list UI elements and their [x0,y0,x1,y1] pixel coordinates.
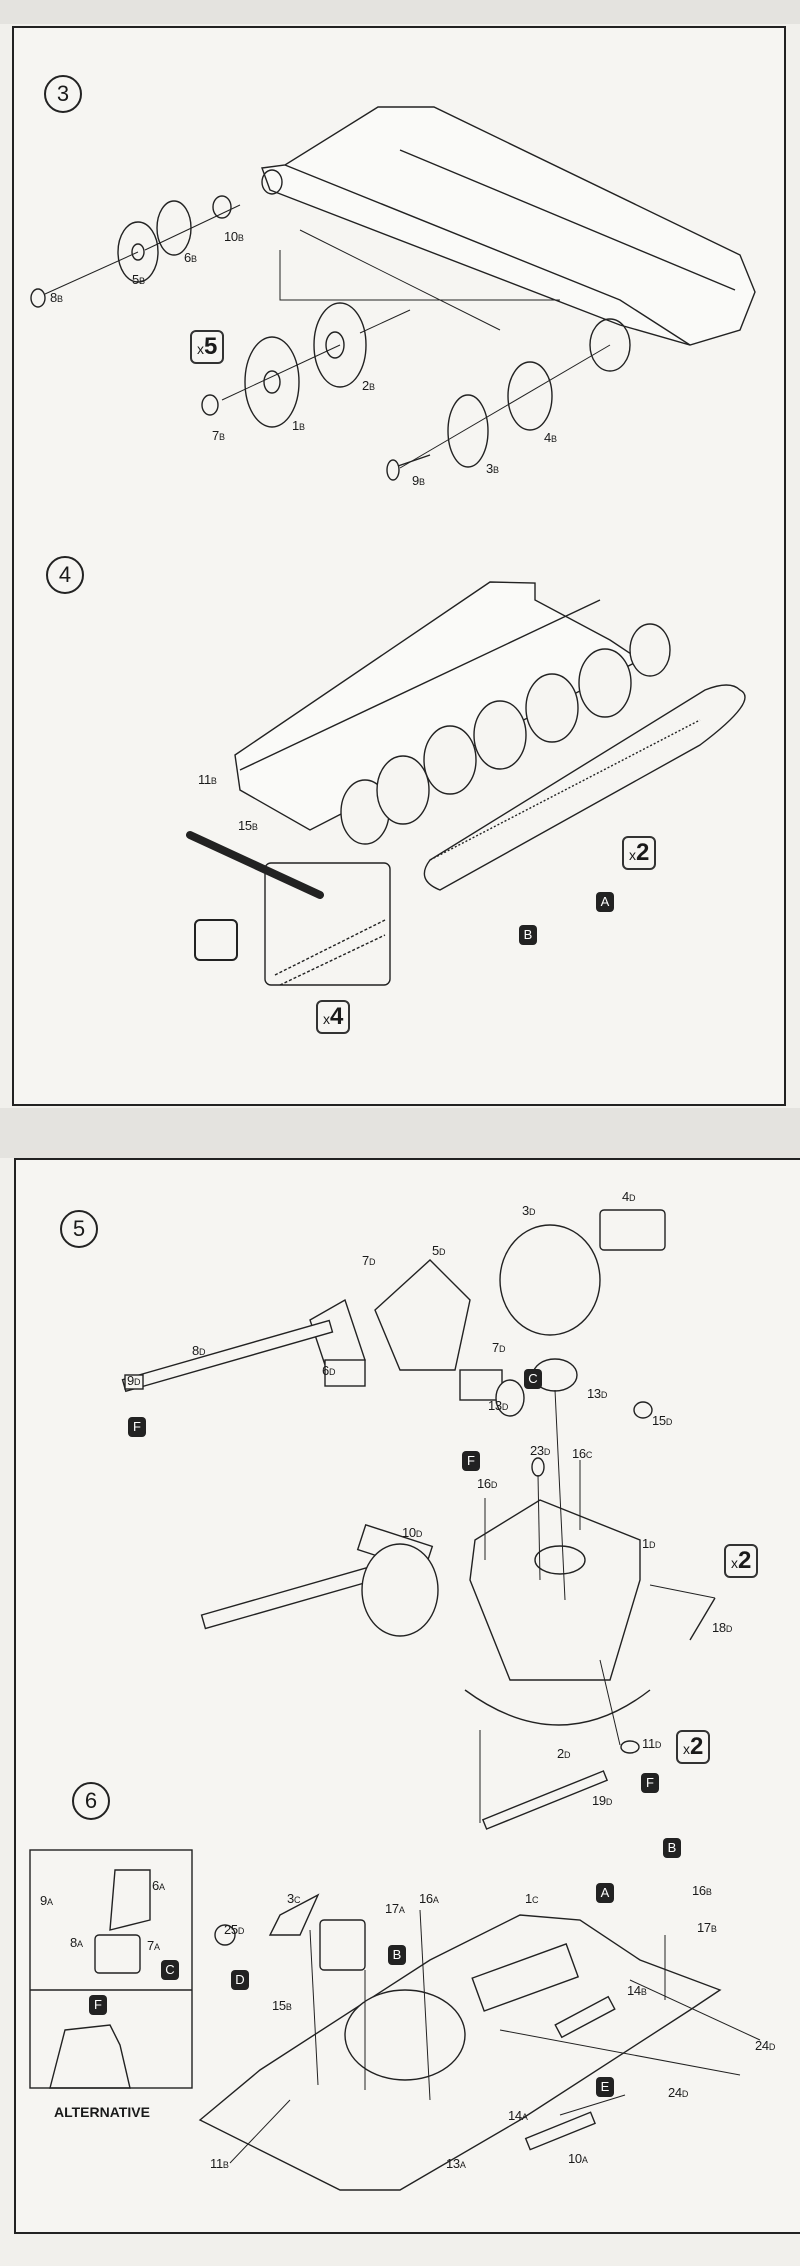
sprue-tag: F [462,1451,480,1471]
sprue-tag: F [641,1773,659,1793]
part-label: 9A [40,1893,53,1908]
part-label: 6B [184,250,197,265]
step4-hull-drawing [234,581,642,831]
quantity-prefix: x [683,1741,690,1757]
part-label: 7D [362,1253,376,1268]
part-label: 4B [544,430,557,445]
part-label: 25D [224,1922,245,1937]
part-label: 13A [446,2156,466,2171]
step-number-6: 6 [72,1782,110,1820]
part-label: 13D [488,1398,509,1413]
part-label: 19D [592,1793,613,1808]
quantity-badge: x4 [316,1000,351,1034]
part-label: 3B [486,461,499,476]
page-margin [0,0,800,24]
part-label: 3D [522,1203,536,1218]
sprue-tag: B [388,1945,406,1965]
sprue-tag: A [596,892,614,912]
part-label: 7A [147,1938,160,1953]
quantity-value: 5 [204,333,218,360]
sprue-tag: F [128,1417,146,1437]
part-label: 5D [432,1243,446,1258]
part-label: 16C [572,1446,593,1461]
quantity-prefix: x [323,1011,330,1027]
part-label: 24D [668,2085,689,2100]
step4-tool-and-inset [186,831,391,986]
part-label: 17A [385,1901,405,1916]
part-label: 16D [477,1476,498,1491]
alternative-label: ALTERNATIVE [54,2104,150,2120]
part-label: 14B [627,1983,647,1998]
quantity-prefix: x [197,341,204,357]
quantity-value: 2 [738,1547,752,1574]
part-label: 1D [642,1536,656,1551]
part-label: 5B [132,272,145,287]
step4-track-loop [423,684,746,891]
part-label: 18D [712,1620,733,1635]
part-label: 13D [587,1386,608,1401]
sprue-tag: C [161,1960,179,1980]
step3-wheels [30,195,553,481]
part-label: 1B [292,418,305,433]
part-label: 11B [198,772,217,787]
sprue-tag: A [596,1883,614,1903]
step3-leader-lines [44,204,611,469]
step-number-4: 4 [46,556,84,594]
part-label: 10D [402,1525,423,1540]
part-label: 15D [652,1413,673,1428]
part-label: 10B [224,229,244,244]
quantity-badge: x5 [190,330,225,364]
part-label: 6A [152,1878,165,1893]
quantity-badge: x2 [724,1544,759,1578]
part-label: 16B [692,1883,712,1898]
quantity-prefix: x [629,847,636,863]
part-label: 14A [508,2108,528,2123]
step-number-3: 3 [44,75,82,113]
part-label: 11D [642,1736,662,1751]
step5-leader-lines [479,1389,716,1823]
part-label: 16A [419,1891,439,1906]
step6-leader-lines [229,1909,761,2164]
page-gap [0,1108,800,1158]
part-label: 15B [272,1998,292,2013]
part-label: 4D [622,1189,636,1204]
sprue-tag: C [524,1369,542,1389]
sprue-tag: E [596,2077,614,2097]
quantity-value: 4 [330,1003,344,1030]
part-label: 2B [362,378,375,393]
part-label: 8B [50,290,63,305]
part-label: 23D [530,1443,551,1458]
part-label: 6D [322,1363,336,1378]
part-label: 7B [212,428,225,443]
quantity-value: 2 [636,839,650,866]
part-label: 8D [192,1343,206,1358]
step5-turret [200,1358,716,1830]
part-label: 11B [210,2156,229,2171]
sprue-tag: B [663,1838,681,1858]
part-label: 9D [127,1373,141,1388]
step6-upper-hull [198,1893,722,2191]
sprue-tag: B [519,925,537,945]
part-label: 2D [557,1746,571,1761]
part-label: 7D [492,1340,506,1355]
part-label: 1C [525,1891,539,1906]
quantity-prefix: x [731,1555,738,1571]
sprue-tag: F [89,1995,107,2015]
quantity-badge: x2 [622,836,657,870]
step-number-5: 5 [60,1210,98,1248]
part-label: 3C [287,1891,301,1906]
part-label: 9B [412,473,425,488]
step3-hull-drawing [261,106,756,372]
step5-gun-mantlet [121,1209,666,1401]
part-label: 24D [755,2038,776,2053]
step4-road-wheels [340,623,671,845]
part-label: 10A [568,2151,588,2166]
part-label: 8A [70,1935,83,1950]
part-label: 17B [697,1920,717,1935]
quantity-badge: x2 [676,1730,711,1764]
quantity-value: 2 [690,1733,704,1760]
sprue-tag: D [231,1970,249,1990]
part-label: 15B [238,818,258,833]
